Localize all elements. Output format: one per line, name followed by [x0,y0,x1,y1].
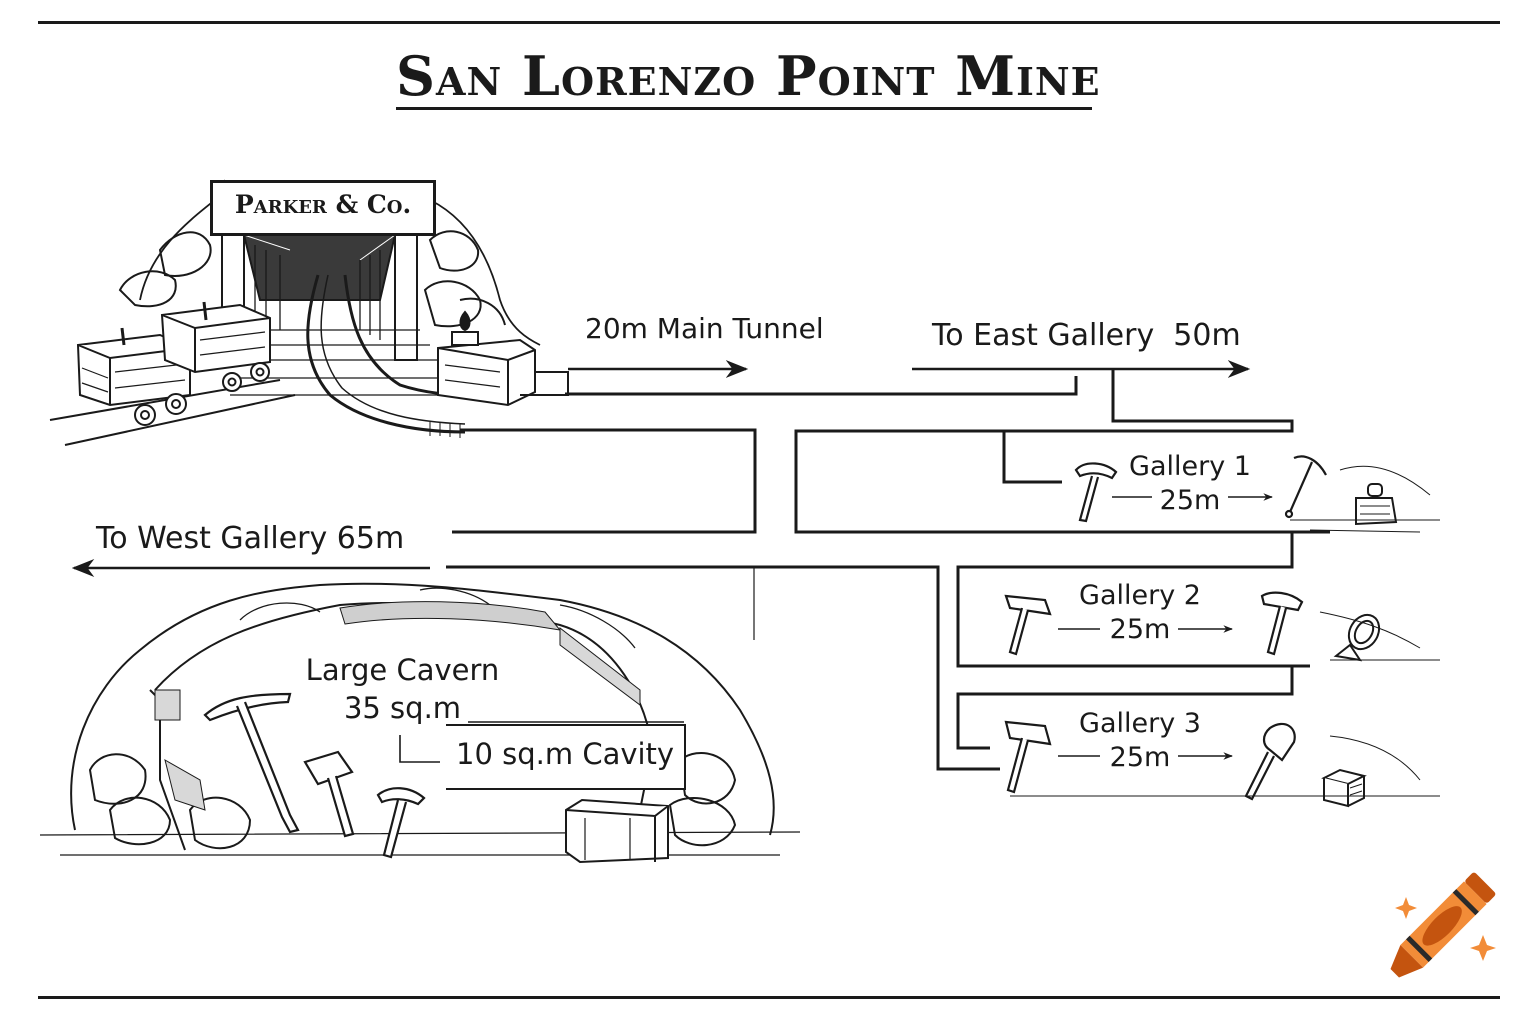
ground-lines [1010,519,1440,797]
gallery-3-sledgehammer-icon [1004,720,1052,794]
gallery-1-label: Gallery 1 25m [1128,450,1252,518]
east-gallery-label: To East Gallery 50m [932,318,1241,353]
bottom-rule [38,996,1500,999]
gallery-1-pickaxe-icon [1284,455,1327,519]
cavern-label: Large Cavern 35 sq.m [300,651,505,727]
gallery-1-hammer-icon [1074,462,1118,523]
tunnel-walls [71,360,1330,771]
gallery-arrows [1058,497,1272,756]
mine-entrance-illustration [49,179,569,446]
cavern-pickaxe-icon [203,692,300,834]
gallery-3-name: Gallery 3 [1079,708,1201,739]
cavern-name: Large Cavern [305,653,500,687]
page-title: San Lorenzo Point Mine [396,44,1101,108]
cavern-area: 35 sq.m [343,691,462,725]
gallery-3-length: 25m [1109,742,1171,773]
cavern-hammer-icon [376,787,426,859]
gallery-2-sledgehammer-icon [1004,594,1052,656]
gallery-2-name: Gallery 2 [1079,580,1201,611]
gallery-2-label: Gallery 2 25m [1070,579,1210,647]
cavity-label: 10 sq.m Cavity [456,737,675,771]
cavern-crate-icon [565,798,669,864]
gallery-2-length: 25m [1109,614,1171,645]
main-tunnel-label: 20m Main Tunnel [585,312,824,345]
gallery-3-shovel-icon [1244,722,1296,801]
cavern-illustration [39,582,801,856]
gallery-3-label: Gallery 3 25m [1070,707,1210,775]
cavity-leader-line [399,735,440,763]
gallery-1-name: Gallery 1 [1129,451,1251,482]
cavern-sledgehammer-icon [303,750,355,838]
crayon-icon [1390,872,1496,978]
cavity-callout-box [446,724,686,790]
top-rule [38,21,1500,24]
gallery-1-length: 25m [1159,485,1221,516]
gallery-2-pan-icon [1333,613,1381,662]
gallery-1-bucket-icon [1339,465,1431,526]
title-underline [396,107,1092,110]
entrance-sign: Parker & Co. [210,180,436,236]
gallery-3-crate-icon [1321,768,1367,808]
west-gallery-label: To West Gallery 65m [96,521,405,556]
gallery-2-hammer-icon [1260,591,1304,656]
